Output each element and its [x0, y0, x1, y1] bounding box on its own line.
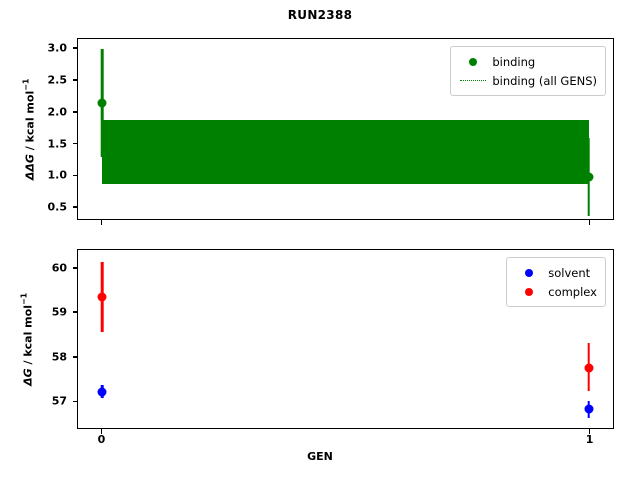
top-y-tick-mark	[72, 47, 77, 49]
top-plot-data-layer	[78, 39, 613, 219]
bottom-y-tick-mark	[72, 400, 77, 403]
binding-data-point[interactable]	[584, 172, 594, 182]
bottom-y-tick-label: 58	[51, 350, 67, 364]
top-y-tick-label: 0.5	[47, 200, 68, 214]
x-tick-mark	[588, 429, 591, 434]
bottom-y-tick-mark	[72, 266, 77, 269]
legend-key	[458, 57, 488, 66]
bottom-plot-legend: solvent complex	[506, 257, 606, 307]
bottom-y-tick-mark	[72, 356, 77, 358]
top-plot-legend: binding binding (all GENS)	[450, 46, 606, 96]
top-y-tick-mark	[72, 206, 77, 209]
bottom-plot-y-axis-label: ΔG / kcal mol−1	[20, 264, 35, 414]
bottom-legend-entry: complex	[514, 282, 597, 301]
bottom-y-tick-label: 60	[51, 261, 67, 275]
top-y-tick-mark	[72, 79, 77, 81]
binding-data-point[interactable]	[97, 98, 107, 108]
top-y-tick-label: 1.5	[47, 137, 68, 151]
solvent-data-point[interactable]	[584, 404, 594, 414]
bottom-plot-axes: solvent complex	[77, 249, 614, 429]
bottom-legend-entry: solvent	[514, 263, 597, 282]
legend-key	[514, 287, 544, 296]
top-y-tick-label: 3.0	[47, 41, 68, 55]
top-plot-axes: binding binding (all GENS)	[77, 38, 614, 220]
top-y-tick-mark	[72, 142, 77, 145]
top-legend-entry: binding (all GENS)	[458, 71, 597, 90]
bottom-y-label-units: / kcal mol	[21, 305, 35, 369]
bottom-y-label-symbol: ΔG	[21, 368, 35, 386]
top-legend-entry: binding	[458, 52, 597, 71]
legend-key	[458, 80, 488, 81]
binding-all-gens-band	[102, 119, 589, 184]
solvent-data-point[interactable]	[97, 387, 107, 397]
top-y-label-symbol: ΔΔG	[23, 154, 37, 181]
complex-data-point[interactable]	[97, 292, 107, 302]
bottom-y-tick-label: 59	[51, 305, 67, 319]
top-y-tick-mark	[72, 111, 77, 113]
legend-marker-icon	[525, 268, 534, 277]
top-y-tick-mark	[72, 174, 77, 177]
legend-label: complex	[548, 284, 597, 299]
x-tick-mark-top-panel	[100, 220, 103, 225]
x-tick-mark-top-panel	[588, 220, 591, 225]
bottom-y-tick-label: 57	[51, 394, 67, 408]
figure-title: RUN2388	[287, 8, 353, 22]
x-tick-mark	[100, 429, 103, 434]
x-axis-label: GEN	[307, 450, 333, 463]
legend-label: binding	[492, 54, 536, 69]
top-y-tick-label: 2.5	[47, 73, 68, 87]
legend-label: solvent	[548, 265, 591, 280]
legend-marker-icon	[469, 57, 478, 66]
top-y-tick-label: 1.0	[47, 168, 68, 182]
top-y-label-exponent: −1	[21, 78, 31, 91]
top-y-label-units: / kcal mol	[23, 90, 37, 155]
complex-data-point[interactable]	[584, 363, 594, 373]
legend-dotted-line-icon	[460, 80, 487, 81]
bottom-y-label-exponent: −1	[19, 292, 29, 306]
legend-label: binding (all GENS)	[492, 73, 597, 88]
legend-marker-icon	[525, 287, 534, 296]
legend-key	[514, 268, 544, 277]
bottom-plot-data-layer	[78, 250, 613, 428]
x-tick-label: 0	[97, 433, 106, 446]
top-y-tick-label: 2.0	[47, 105, 68, 119]
x-tick-label: 1	[585, 433, 594, 446]
top-plot-y-axis-label: ΔΔG / kcal mol−1	[22, 54, 37, 204]
bottom-y-tick-mark	[72, 311, 77, 314]
